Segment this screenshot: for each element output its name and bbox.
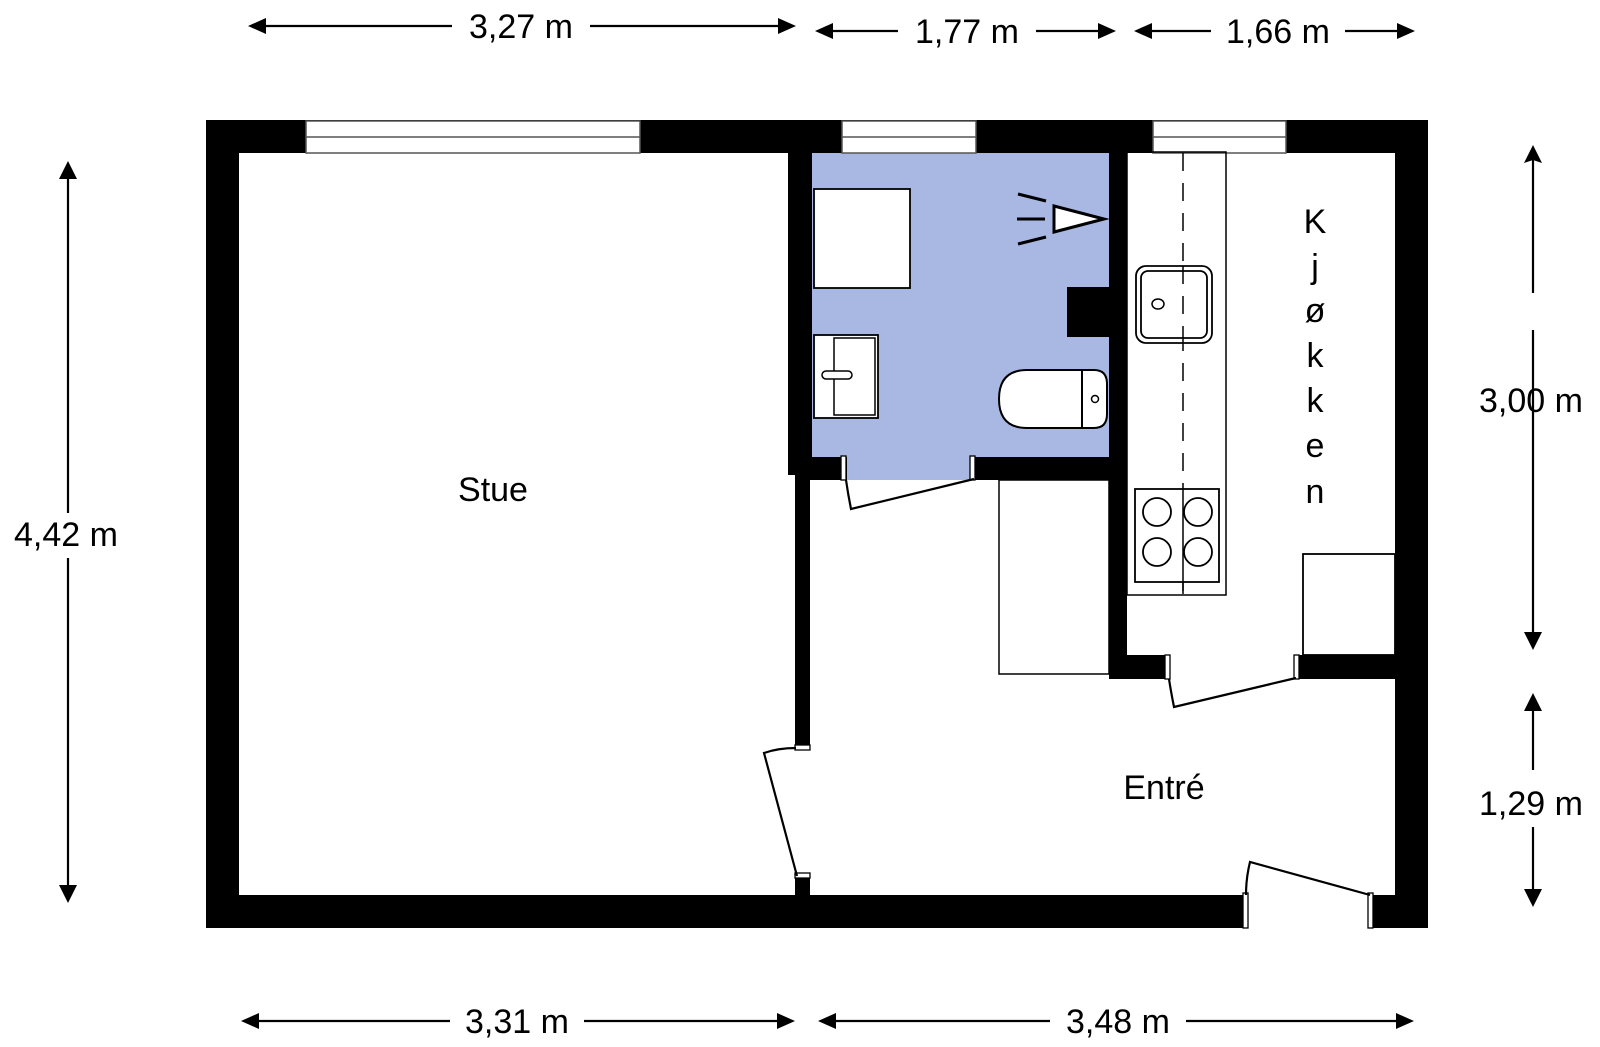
svg-text:3,27 m: 3,27 m bbox=[469, 8, 573, 46]
dimension-right-lower: 1,29 m bbox=[1479, 693, 1583, 907]
cooktop bbox=[1134, 488, 1220, 594]
dimension-right-upper: 3,00 m bbox=[1479, 145, 1583, 650]
window-bathroom bbox=[841, 120, 977, 154]
svg-text:e: e bbox=[1306, 427, 1325, 465]
svg-text:1,29 m: 1,29 m bbox=[1479, 785, 1583, 823]
dimension-bottom-2: 3,48 m bbox=[818, 1003, 1414, 1041]
kitchen-sink bbox=[1135, 265, 1213, 344]
window-kitchen bbox=[1152, 120, 1287, 154]
wardrobe bbox=[998, 479, 1110, 675]
interior-walls bbox=[788, 152, 1398, 898]
door-living-room[interactable] bbox=[762, 744, 811, 879]
dimension-top-2: 1,77 m bbox=[815, 13, 1116, 51]
svg-text:K: K bbox=[1304, 203, 1327, 241]
dimension-bottom-1: 3,31 m bbox=[241, 1003, 795, 1041]
door-bathroom[interactable] bbox=[840, 455, 976, 511]
svg-text:3,48 m: 3,48 m bbox=[1066, 1003, 1170, 1041]
svg-text:n: n bbox=[1306, 473, 1325, 511]
svg-text:1,66 m: 1,66 m bbox=[1226, 13, 1330, 51]
svg-text:ø: ø bbox=[1305, 292, 1326, 330]
room-label-kitchen: K j ø k k e n bbox=[1304, 203, 1327, 511]
svg-text:k: k bbox=[1307, 337, 1325, 375]
svg-text:1,77 m: 1,77 m bbox=[915, 13, 1019, 51]
dimension-left: 4,42 m bbox=[14, 161, 118, 903]
bathroom-door-threshold bbox=[845, 468, 971, 480]
svg-text:3,31 m: 3,31 m bbox=[465, 1003, 569, 1041]
bathroom-sink bbox=[813, 334, 879, 419]
dimension-top-3: 1,66 m bbox=[1134, 13, 1415, 51]
door-kitchen[interactable] bbox=[1164, 654, 1300, 709]
door-entrance[interactable] bbox=[1242, 860, 1374, 929]
room-label-living-room: Stue bbox=[458, 471, 528, 509]
toilet bbox=[997, 369, 1108, 429]
svg-text:k: k bbox=[1307, 382, 1325, 420]
svg-text:3,00 m: 3,00 m bbox=[1479, 382, 1583, 420]
washing-machine bbox=[813, 188, 911, 289]
dimension-top-1: 3,27 m bbox=[248, 8, 796, 46]
window-living-room bbox=[305, 120, 641, 154]
svg-text:j: j bbox=[1310, 248, 1319, 286]
svg-text:4,42 m: 4,42 m bbox=[14, 516, 118, 554]
shower-icon bbox=[1017, 192, 1110, 246]
fridge bbox=[1302, 553, 1396, 656]
room-label-entrance: Entré bbox=[1123, 769, 1204, 807]
